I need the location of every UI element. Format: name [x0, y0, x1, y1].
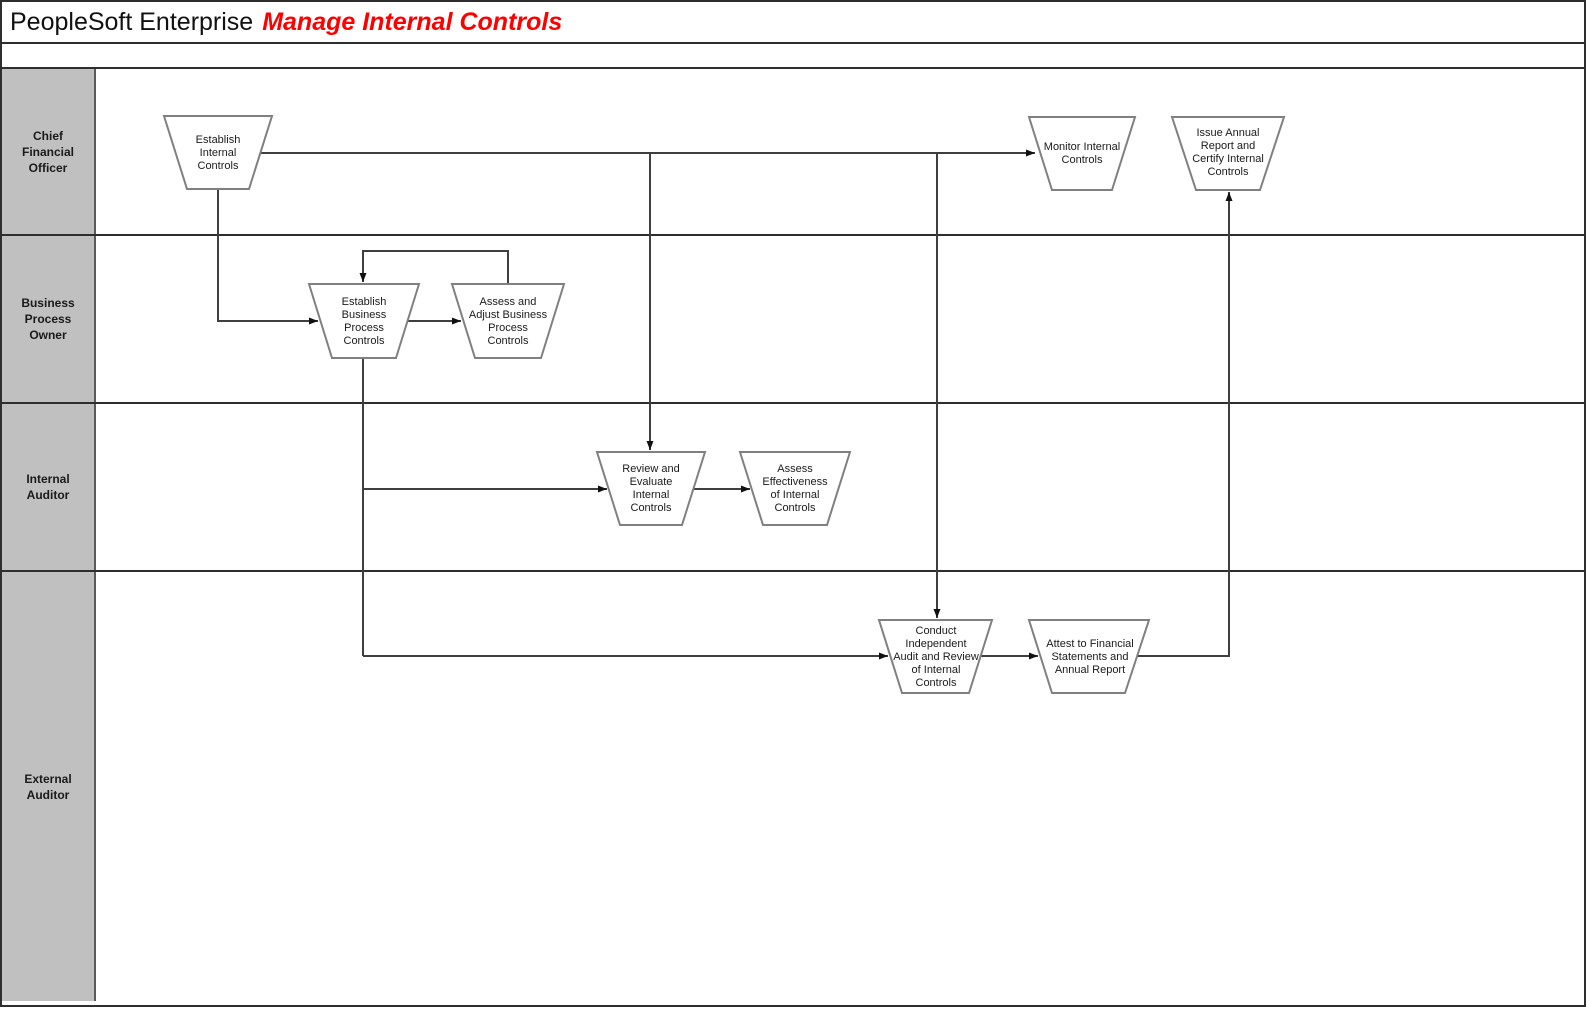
node-establish-business-process-controls: Establish Business Process Controls: [341, 296, 387, 347]
node-assess-effectiveness-of-internal-controls: Assess Effectiveness of Internal Control…: [762, 463, 828, 514]
lane-label-chief-financial-officer: Chief Financial Officer: [2, 69, 96, 234]
node-conduct-independent-audit-review-internal-controls: Conduct Independent Audit and Review of …: [893, 624, 979, 689]
page-title: PeopleSoft Enterprise: [10, 7, 254, 36]
node-issue-annual-report-certify-internal-controls: Issue Annual Report and Certify Internal…: [1192, 127, 1264, 178]
node-establish-internal-controls: Establish Internal Controls: [195, 133, 241, 172]
lane-label-business-process-owner: Business Process Owner: [2, 236, 96, 402]
lane-label-internal-auditor: Internal Auditor: [2, 404, 96, 570]
node-monitor-internal-controls: Monitor Internal Controls: [1043, 141, 1121, 166]
swimlane-diagram: Chief Financial Officer Business Process…: [2, 69, 1584, 1001]
page-title-process: Manage Internal Controls: [262, 7, 563, 36]
lane-label-external-auditor: External Auditor: [2, 572, 96, 1001]
lane-internal-auditor: Internal Auditor: [2, 404, 1584, 572]
node-assess-adjust-business-process-controls: Assess and Adjust Business Process Contr…: [468, 296, 548, 347]
lane-external-auditor: External Auditor: [2, 572, 1584, 1001]
lane-business-process-owner: Business Process Owner: [2, 236, 1584, 404]
title-bar: PeopleSoft Enterprise Manage Internal Co…: [2, 2, 1584, 44]
subtitle-row: [2, 44, 1584, 69]
lane-chief-financial-officer: Chief Financial Officer: [2, 69, 1584, 236]
node-attest-to-financial-statements-annual-report: Attest to Financial Statements and Annua…: [1046, 637, 1134, 676]
node-review-evaluate-internal-controls: Review and Evaluate Internal Controls: [622, 463, 680, 514]
